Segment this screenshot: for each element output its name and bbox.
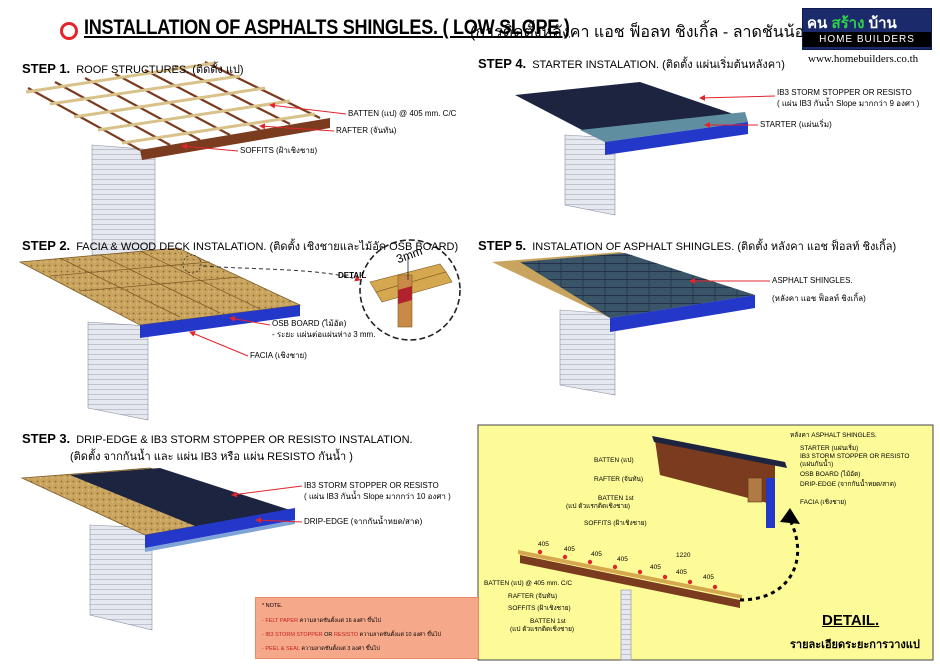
dim-label: 405 [564, 546, 575, 553]
detail-starter-label: STARTER (แผ่นเริ่ม) [800, 445, 859, 452]
home-builders-logo: คน สร้าง บ้าน HOME BUILDERS [802, 8, 932, 50]
detail-rafter-section [655, 440, 775, 505]
step1-heading: STEP 1.ROOF STRUCTURES. (ติดตั้ง แป) [22, 61, 244, 76]
detail-drawings [477, 424, 934, 661]
detail-asphalt-label: หลังคา ASPHALT SHINGLES. [790, 432, 877, 439]
dim-label: 405 [703, 574, 714, 581]
detail-bottom-batten1-note: (แป ตัวแรกติดเชิงชาย) [510, 626, 575, 633]
detail-bottom-rafter [520, 555, 740, 608]
detail-bottom-batten1-label: BATTEN 1st [530, 618, 566, 625]
step4-drawing [515, 82, 748, 216]
step3-ib3-membrane [70, 468, 290, 528]
step3-heading: STEP 3.DRIP-EDGE & IB3 STORM STOPPER OR … [22, 431, 413, 446]
detail-link-arrow [739, 519, 800, 602]
logo-word-3: บ้าน [868, 15, 897, 32]
step2-drawing [18, 239, 461, 421]
osb-gap-label: - ระยะ แผ่นต่อแผ่นห่าง 3 mm. [272, 330, 376, 339]
facia-label: FACIA (เชิงชาย) [250, 351, 307, 360]
detail-batten1-label: BATTEN 1st [598, 495, 634, 502]
step4-facia [605, 122, 748, 155]
logo-word-1: คน [807, 15, 828, 32]
dim-label: 405 [617, 556, 628, 563]
starter-label: STARTER (แผ่นเริ่ม) [760, 120, 832, 129]
batten-label: BATTEN (แป) @ 405 mm. C/C [348, 109, 457, 118]
asphalt-thai-label: (หลังคา แอช ฟ็อลท์ ชิงเกิ้ล) [772, 294, 866, 303]
rafter-label: RAFTER (จันทัน) [336, 126, 397, 135]
detail-ib3-label: IB3 STORM STOPPER OR RESISTO [800, 453, 910, 460]
step5-heading: STEP 5.INSTALATION OF ASPHALT SHINGLES. … [478, 238, 897, 253]
step4-heading: STEP 4.STARTER INSTALATION. (ติดตั้ง แผ่… [478, 56, 785, 71]
step2-heading: STEP 2.FACIA & WOOD DECK INSTALATION. (ต… [22, 238, 459, 253]
page-title-thai: (การติดตั้งหลังคา แอช ฟ็อลท ชิงเกิ้ล - ล… [470, 24, 819, 41]
dim-label: 405 [676, 569, 687, 576]
osb-label: OSB BOARD (ไม้อัด) [272, 319, 347, 328]
logo-subtitle: HOME BUILDERS [803, 32, 931, 47]
dim-label: 405 [650, 564, 661, 571]
ib3-s4-note: ( แผ่น IB3 กันน้ำ Slope มากกว่า 9 องศา ) [777, 99, 920, 108]
ib3-s4-label: IB3 STORM STOPPER OR RESISTO [777, 88, 912, 97]
note-heading: * NOTE. [262, 603, 283, 609]
detail-drip-label: DRIP-EDGE (จากกันน้ำหยด/สาด) [800, 481, 897, 488]
ib3-s3-note: ( แผ่น IB3 กันน้ำ Slope มากกว่า 10 องศา … [304, 492, 451, 501]
detail-facia-label: FACIA (เชิงชาย) [800, 499, 847, 506]
step2-wall [87, 321, 149, 421]
ib3-s3-label: IB3 STORM STOPPER OR RESISTO [304, 481, 439, 490]
detail-bottom-rafter-label: RAFTER (จันทัน) [508, 593, 558, 600]
note-felt-paper: - FELT PAPER ความลาดชันตั้งแต่ 16 องศา ข… [262, 618, 382, 624]
step1-rafters [27, 61, 321, 151]
step3-heading-thai: (ติดตั้ง จากกันน้ำ และ แผ่น IB3 หรือ แผ่… [70, 451, 353, 463]
detail-word-label: DETAIL [338, 271, 367, 280]
dim-label: 405 [538, 541, 549, 548]
detail-batten-label: BATTEN (แป) [594, 457, 634, 464]
note-peel-seal: - PEEL & SEAL ความลาดชันตั้งแต่ 3 องศา ข… [262, 646, 380, 652]
detail-subtitle: รายละเอียดระยะการวางแป [790, 639, 920, 651]
detail-soffits-label: SOFFITS (ฝ้าเชิงชาย) [584, 520, 647, 527]
detail-osb-label: OSB BOARD (ไม้อัด) [800, 471, 861, 478]
detail-ib3-note: (แผ่นกันน้ำ) [800, 461, 834, 468]
step4-starter [580, 112, 748, 142]
step1-battens [25, 61, 316, 145]
step5-wall [559, 309, 616, 396]
note-ib3: - IB3 STORM STOPPER OR RESISTO ความลาดชั… [262, 632, 441, 638]
drip-edge-label: DRIP-EDGE (จากกันน้ำหยด/สาด) [304, 517, 423, 526]
step2-facia [140, 305, 300, 338]
dim-label: 405 [591, 551, 602, 558]
title-bullet-icon [60, 22, 78, 40]
step5-drawing [492, 252, 755, 396]
detail-marker [182, 254, 202, 274]
website-url: www.homebuilders.co.th [808, 53, 919, 65]
detail-title: DETAIL. [822, 612, 880, 629]
step3-wall [89, 524, 153, 631]
leader-lines [181, 94, 776, 524]
detail-batten1-note: (แป ตัวแรกติดเชิงชาย) [566, 503, 631, 510]
detail-rafter-label: RAFTER (จันทัน) [594, 476, 644, 483]
page-title: INSTALLATION OF ASPHALTS SHINGLES. ( LOW… [84, 16, 570, 39]
asphalt-label: ASPHALT SHINGLES. [772, 276, 853, 285]
step5-shingles [520, 253, 755, 318]
detail-bottom-soffits-label: SOFFITS (ฝ้าเชิงชาย) [508, 605, 571, 612]
dim-total-label: 1220 [676, 552, 691, 559]
logo-word-2: สร้าง [831, 15, 865, 32]
slope-note-box: * NOTE. - FELT PAPER ความลาดชันตั้งแต่ 1… [255, 597, 479, 659]
detail-bottom-batten-label: BATTEN (แป) @ 405 mm. C/C [484, 580, 573, 587]
soffits-label: SOFFITS (ฝ้าเชิงชาย) [240, 146, 318, 155]
detail-facia [766, 478, 775, 528]
step5-facia [610, 295, 755, 332]
step1-facia-beam [140, 118, 330, 160]
detail-arrow [202, 265, 361, 282]
